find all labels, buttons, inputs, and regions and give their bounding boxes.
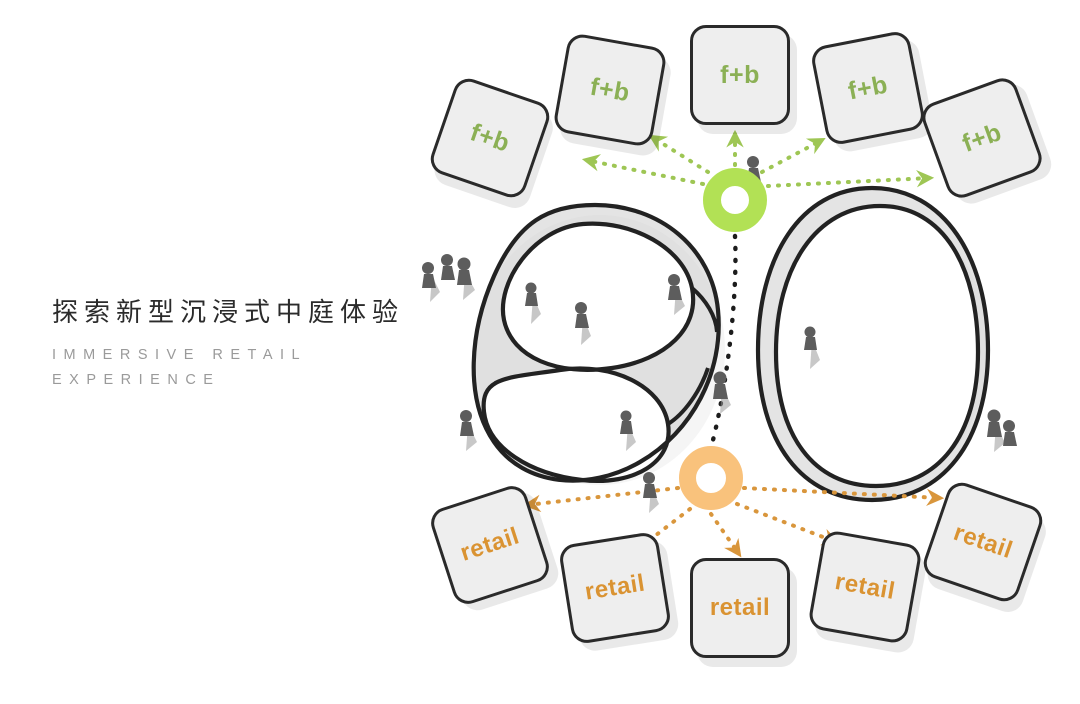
hub-spine-connector: [709, 233, 738, 447]
fb-node-label: f+b: [588, 72, 633, 107]
person: [620, 410, 633, 434]
connector-green-4: [766, 169, 935, 188]
retail-node-card[interactable]: retail: [557, 530, 673, 646]
fb-node-card[interactable]: f+b: [690, 25, 790, 125]
page-subtitle: IMMERSIVE RETAIL EXPERIENCE: [52, 346, 307, 388]
retail-node-label: retail: [833, 567, 898, 606]
person: [460, 410, 474, 436]
retail-node-label: retail: [709, 594, 771, 621]
title-block: 探索新型沉浸式中庭体验 IMMERSIVE RETAIL EXPERIENCE: [52, 296, 452, 393]
right-atrium: [755, 185, 991, 503]
connector-green-1: [648, 134, 710, 174]
connector-green-0: [581, 154, 705, 186]
green-connectors: [581, 129, 935, 188]
fb-node-card[interactable]: f+b: [552, 32, 668, 148]
retail-node-card[interactable]: retail: [690, 558, 790, 658]
green-hub-node[interactable]: [703, 168, 767, 232]
fb-node-label: f+b: [845, 69, 891, 106]
fb-node-label: f+b: [958, 117, 1006, 158]
person: [804, 326, 817, 350]
person: [575, 302, 589, 328]
person: [1003, 420, 1017, 446]
person: [668, 274, 682, 300]
fb-node-label: f+b: [720, 60, 760, 89]
page-title: 探索新型沉浸式中庭体验: [52, 297, 405, 327]
connector-orange-4: [742, 486, 945, 507]
person: [525, 282, 538, 306]
fb-node-label: f+b: [466, 117, 514, 158]
person: [457, 257, 472, 285]
connector-orange-3: [735, 502, 840, 546]
left-atrium: [471, 202, 721, 483]
connector-green-3: [760, 138, 826, 174]
retail-node-label: retail: [950, 518, 1017, 565]
retail-node-label: retail: [456, 522, 523, 567]
retail-node-card[interactable]: retail: [807, 529, 923, 645]
person: [422, 262, 436, 288]
person: [713, 371, 728, 399]
orange-hub-node[interactable]: [679, 446, 743, 510]
person: [987, 409, 1002, 437]
connector-orange-2: [709, 512, 742, 558]
retail-node-label: retail: [582, 569, 647, 606]
fb-node-card[interactable]: f+b: [809, 29, 927, 147]
person: [441, 254, 455, 280]
person: [643, 472, 657, 498]
